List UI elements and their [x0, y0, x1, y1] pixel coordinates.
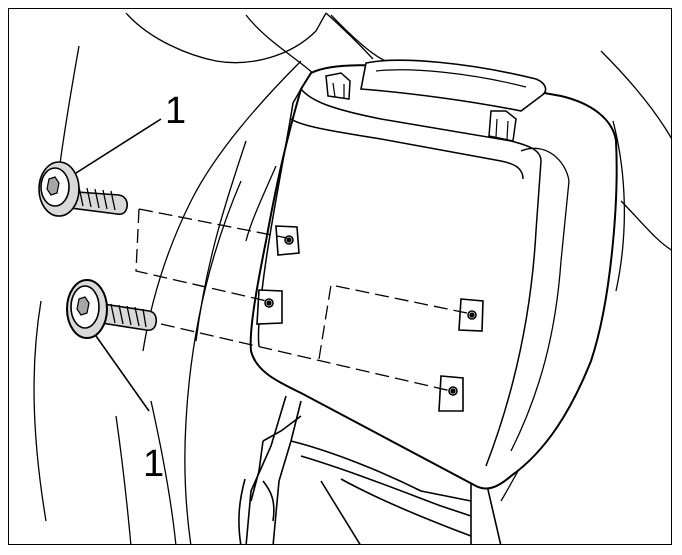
- leader-line-upper: [75, 118, 162, 174]
- armrest-removal-diagram: 1 1: [33, 12, 671, 544]
- mounting-hole-3: [458, 298, 484, 332]
- callout-label-upper: 1: [165, 90, 186, 132]
- mounting-hole-1: [275, 225, 300, 256]
- mounting-hole-4: [438, 375, 464, 412]
- screw-upper: [38, 161, 128, 217]
- screw-lower: [66, 279, 158, 339]
- armrest-lid: [249, 59, 618, 490]
- leader-line-lower: [95, 335, 150, 412]
- alignment-lines: [135, 208, 468, 392]
- mounting-holes: [256, 225, 484, 412]
- mounting-hole-2: [256, 289, 283, 325]
- callout-label-lower: 1: [143, 443, 164, 485]
- illustration-frame: 1 1: [8, 8, 672, 545]
- console-base: [238, 395, 502, 544]
- leader-lines: [75, 118, 162, 412]
